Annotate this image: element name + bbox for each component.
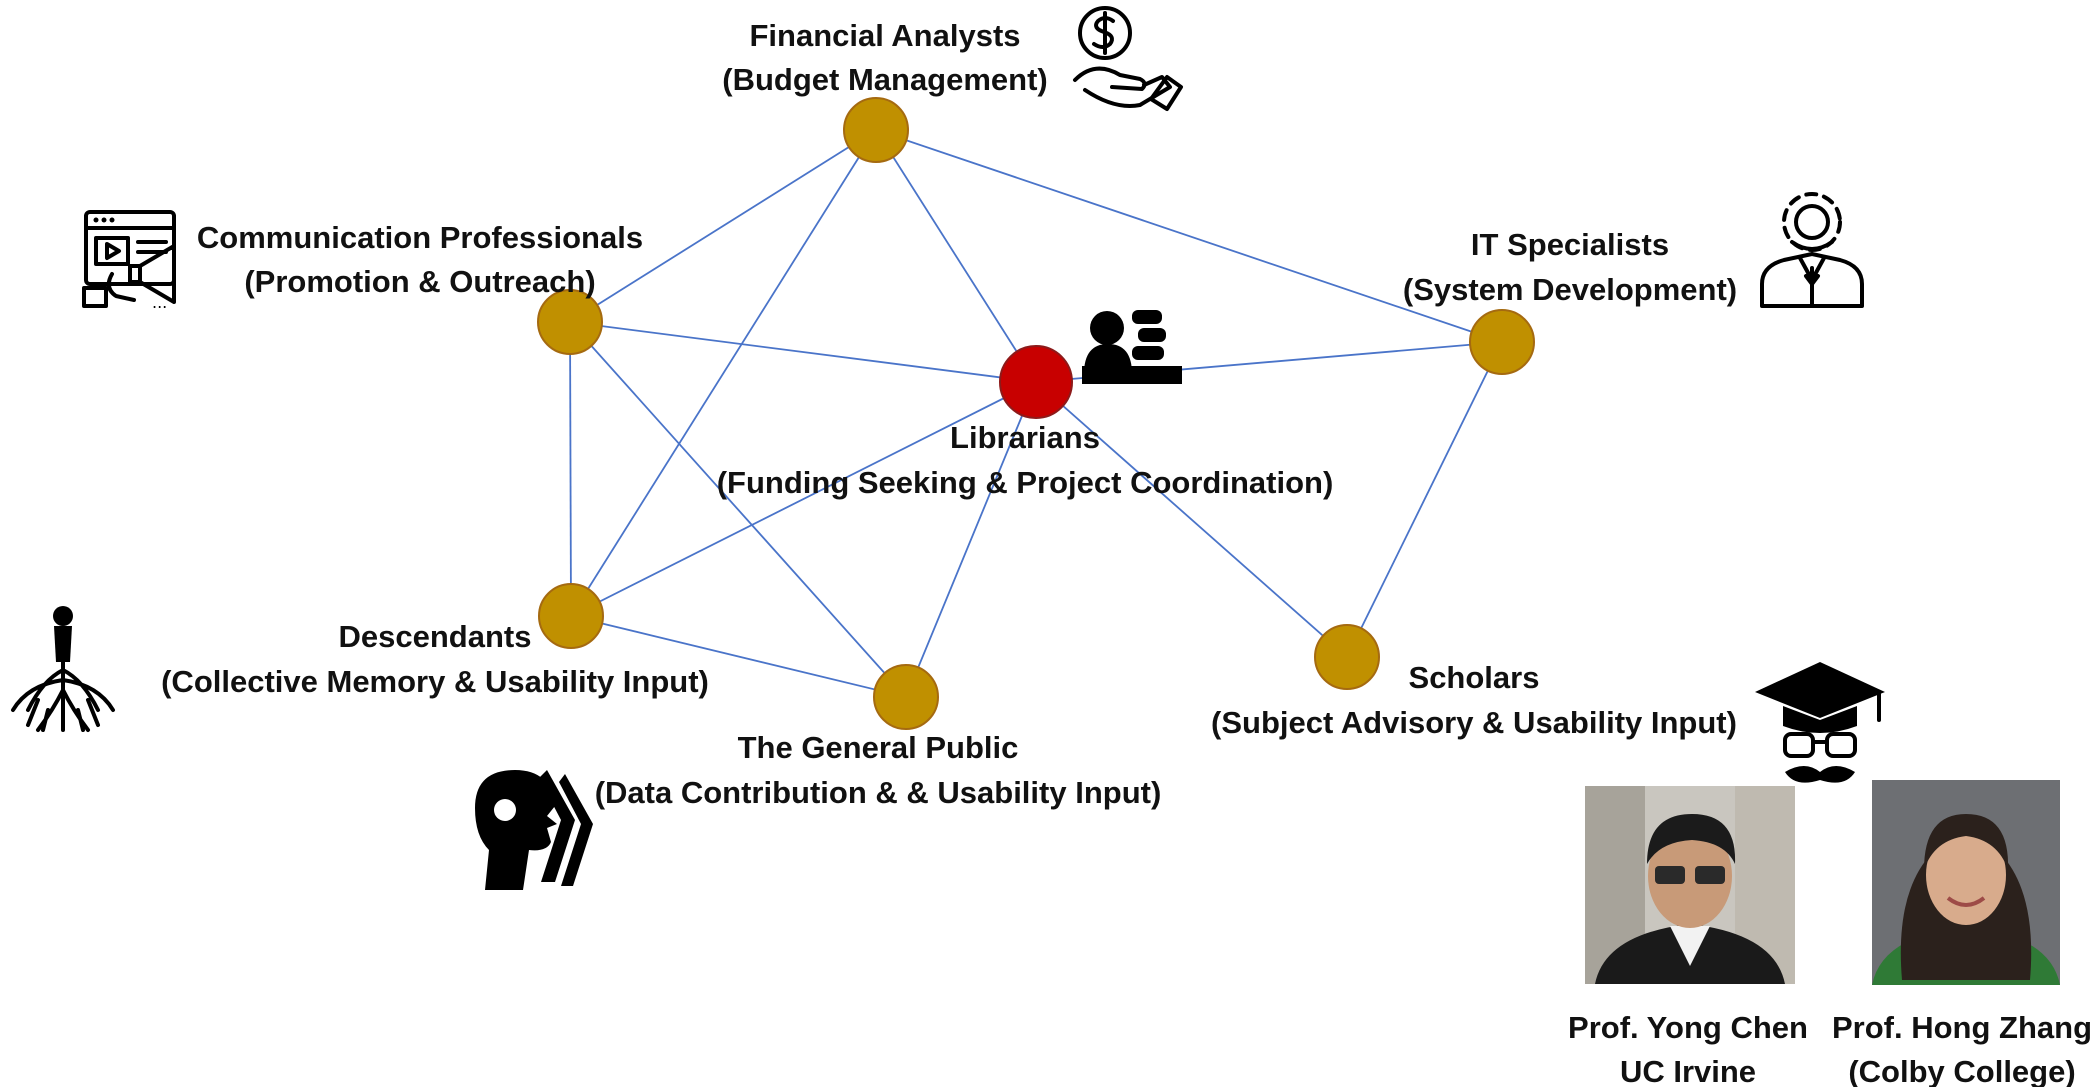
node-scholars	[1314, 624, 1380, 690]
edge-financial-librarians	[875, 129, 1037, 383]
librarian-books-icon	[1082, 310, 1182, 384]
money-hand-icon	[1073, 6, 1183, 111]
edge-financial-descendants	[570, 129, 877, 617]
public-heads-icon	[475, 770, 593, 890]
edge-communication-descendants	[569, 321, 572, 617]
media-promotion-icon: ...	[82, 210, 176, 312]
public-subtitle: (Data Contribution & & Usability Input)	[595, 775, 1162, 810]
communication-title: Communication Professionals	[197, 220, 643, 255]
node-it	[1469, 309, 1535, 375]
edge-librarians-descendants	[570, 381, 1037, 617]
librarians-title: Librarians	[950, 420, 1100, 455]
node-librarians	[999, 345, 1073, 419]
it-subtitle: (System Development)	[1403, 272, 1737, 307]
person-1-affiliation: UC Irvine	[1620, 1054, 1756, 1087]
edges-layer	[569, 129, 1503, 698]
edge-financial-it	[875, 129, 1503, 343]
public-title: The General Public	[738, 730, 1019, 765]
librarians-subtitle: (Funding Seeking & Project Coordination)	[717, 465, 1334, 500]
portrait-yong-chen	[1585, 786, 1795, 984]
node-communication	[537, 289, 603, 355]
svg-text:...: ...	[152, 293, 167, 312]
edge-financial-communication	[569, 129, 877, 323]
financial-subtitle: (Budget Management)	[722, 62, 1048, 97]
edge-librarians-scholars	[1035, 381, 1348, 658]
scholars-title: Scholars	[1409, 660, 1540, 695]
tech-person-gear-icon	[1760, 192, 1864, 308]
edge-communication-librarians	[569, 321, 1037, 383]
edge-it-scholars	[1346, 341, 1503, 658]
edge-communication-public	[569, 321, 907, 698]
portrait-hong-zhang	[1872, 780, 2060, 985]
financial-title: Financial Analysts	[749, 18, 1020, 53]
scholars-subtitle: (Subject Advisory & Usability Input)	[1211, 705, 1737, 740]
person-2-affiliation: (Colby College)	[1848, 1054, 2075, 1087]
communication-subtitle: (Promotion & Outreach)	[244, 264, 595, 299]
descendants-subtitle: (Collective Memory & Usability Input)	[161, 664, 709, 699]
it-title: IT Specialists	[1471, 227, 1669, 262]
nodes-layer	[537, 97, 1535, 730]
scholar-cap-icon	[1755, 662, 1885, 783]
person-1-name: Prof. Yong Chen	[1568, 1010, 1808, 1045]
descendants-title: Descendants	[339, 619, 532, 654]
person-roots-icon	[11, 606, 115, 732]
node-descendants	[538, 583, 604, 649]
person-2-name: Prof. Hong Zhang	[1832, 1010, 2092, 1045]
node-public	[873, 664, 939, 730]
edge-descendants-public	[570, 615, 907, 698]
edge-librarians-public	[905, 381, 1037, 698]
node-financial	[843, 97, 909, 163]
